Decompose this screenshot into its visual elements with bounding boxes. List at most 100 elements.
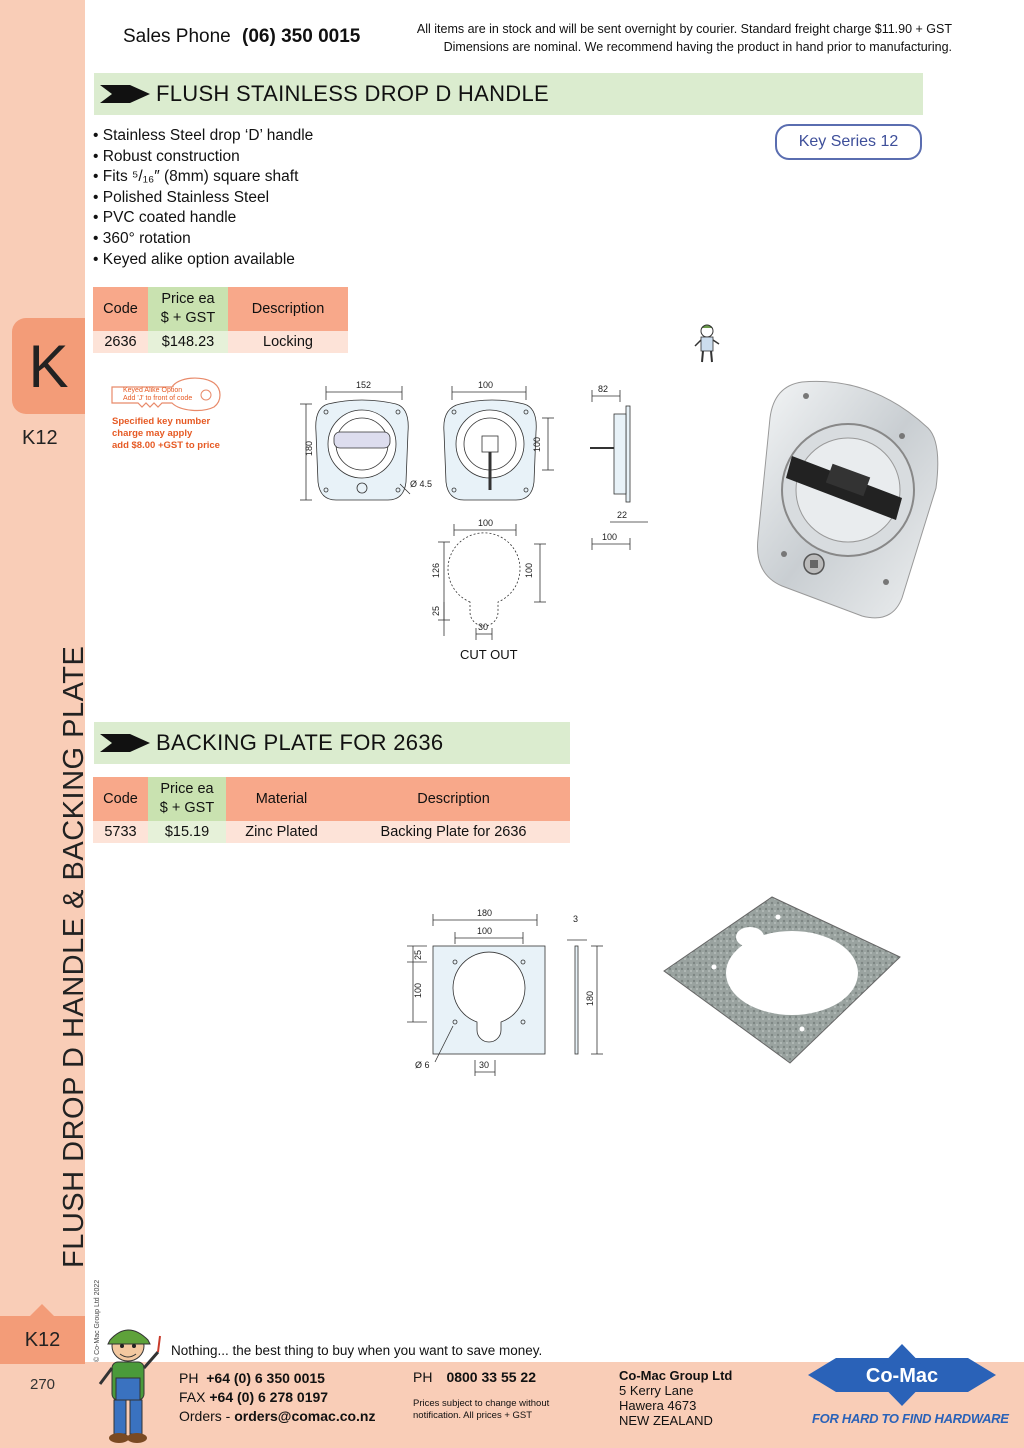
mascot-icon	[98, 1329, 161, 1443]
col-header-price: Price ea $ + GST	[148, 287, 228, 331]
address-line2: Hawera 4673	[619, 1398, 697, 1413]
footer-contact: PH +64 (0) 6 350 0015 FAX +64 (0) 6 278 …	[179, 1369, 376, 1426]
table-row: 5733 $15.19 Zinc Plated Backing Plate fo…	[93, 821, 570, 843]
dim-hole: Ø 4.5	[410, 479, 432, 489]
dim-plate-hole-height: 100	[413, 983, 423, 998]
dim-plate-thickness: 3	[573, 914, 578, 924]
ph2-label: PH	[413, 1369, 433, 1385]
orders-email-link[interactable]: orders@comac.co.nz	[234, 1408, 376, 1424]
vertical-page-title: FLUSH DROP D HANDLE & BACKING PLATE	[58, 645, 90, 1268]
keyed-note-line1: Specified key number	[112, 416, 211, 427]
dim-side-flange: 22	[617, 510, 627, 520]
page-number: 270	[30, 1376, 56, 1393]
sales-phone-label: Sales Phone	[123, 26, 231, 47]
cell-code: 2636	[93, 331, 148, 353]
section-heading-handle: FLUSH STAINLESS DROP D HANDLE	[94, 73, 923, 115]
cell-description: Backing Plate for 2636	[337, 821, 570, 843]
dim-plate-top: 25	[413, 950, 423, 960]
sidebar	[0, 0, 85, 1448]
cell-price: $148.23	[148, 331, 228, 353]
logo-tagline: FOR HARD TO FIND HARDWARE	[812, 1411, 1009, 1426]
mascot-small-icon	[694, 324, 720, 363]
handle-dimension-drawing: 152 100 180 100 Ø 4.5 82 22 100 100 126 …	[300, 380, 648, 640]
keyed-alike-note: Specified key number charge may apply ad…	[112, 416, 220, 452]
orders-label: Orders -	[179, 1408, 231, 1424]
backing-plate-dimension-drawing: 180 100 3 25 100 180 Ø 6 30	[407, 908, 603, 1076]
fax-label: FAX	[179, 1389, 206, 1405]
shipping-note: All items are in stock and will be sent …	[417, 20, 952, 56]
section-heading-backing: BACKING PLATE FOR 2636	[94, 722, 570, 764]
col-header-price-line1: Price ea	[160, 781, 214, 797]
feature-item: • Keyed alike option available	[93, 250, 295, 268]
keyed-note-line2: charge may apply	[112, 428, 193, 439]
dim-side-depth: 82	[598, 384, 608, 394]
cell-description: Locking	[228, 331, 348, 353]
col-header-code: Code	[93, 287, 148, 331]
ph-number[interactable]: +64 (0) 6 350 0015	[206, 1370, 325, 1386]
dim-side-base: 100	[602, 532, 617, 542]
dim-plate-height: 180	[585, 991, 595, 1006]
arrow-icon	[100, 85, 150, 103]
ph-label: PH	[179, 1370, 199, 1386]
arrow-icon	[100, 734, 150, 752]
col-header-code: Code	[93, 777, 148, 821]
section-tab-letter: K	[12, 318, 85, 414]
dim-front-height: 180	[304, 441, 314, 456]
dim-back-width: 100	[478, 380, 493, 390]
feature-item: • Fits ⁵/₁₆″ (8mm) square shaft	[93, 168, 299, 186]
key-series-badge[interactable]: Key Series 12	[775, 124, 922, 160]
address-line1: 5 Kerry Lane	[619, 1383, 694, 1398]
sales-phone-number[interactable]: (06) 350 0015	[242, 26, 361, 47]
dim-plate-width: 180	[477, 908, 492, 918]
shipping-note-line1: All items are in stock and will be sent …	[416, 22, 952, 36]
section-code-bottom: K12	[0, 1316, 85, 1364]
price-table-backing: Code Price ea $ + GST Material Descripti…	[93, 777, 570, 843]
section-code-top: K12	[22, 427, 58, 449]
dim-cut-height-total: 126	[431, 563, 441, 578]
dim-back-height: 100	[532, 437, 542, 452]
cell-material: Zinc Plated	[226, 821, 337, 843]
keyed-note-line3: add $8.00 +GST to price	[112, 440, 220, 451]
col-header-description: Description	[228, 287, 348, 331]
key-outline-icon: Keyed Alike Option Add 'J' to front of c…	[111, 377, 221, 412]
col-header-price-line2: $ + GST	[160, 310, 216, 326]
sales-phone: Sales Phone (06) 350 0015	[123, 26, 360, 48]
cell-price: $15.19	[148, 821, 226, 843]
dim-cut-tab-width: 30	[478, 622, 488, 632]
comac-logo[interactable]: Co-Mac	[808, 1342, 996, 1408]
col-header-price-line1: Price ea	[161, 291, 215, 307]
dim-plate-hole: Ø 6	[415, 1060, 430, 1070]
feature-item: • Robust construction	[93, 147, 240, 165]
price-terms: Prices subject to change without notific…	[413, 1398, 573, 1422]
key-tag-line1: Keyed Alike Option	[123, 387, 182, 394]
col-header-description: Description	[337, 777, 570, 821]
company-address: Co-Mac Group Ltd 5 Kerry Lane Hawera 467…	[619, 1368, 732, 1428]
backing-plate-product-photo	[663, 896, 901, 1064]
terms-line1: Prices subject to change without	[413, 1398, 550, 1409]
handle-product-photo	[757, 380, 939, 619]
logo-text: Co-Mac	[866, 1365, 938, 1387]
dim-cut-height: 100	[524, 563, 534, 578]
feature-item: • Polished Stainless Steel	[93, 188, 270, 206]
feature-item: • PVC coated handle	[93, 209, 237, 227]
dim-cut-tab: 25	[431, 606, 441, 616]
section-title-backing: BACKING PLATE FOR 2636	[156, 730, 444, 755]
dim-cut-width: 100	[478, 518, 493, 528]
dim-plate-inner: 100	[477, 926, 492, 936]
feature-item: • Stainless Steel drop ‘D’ handle	[93, 127, 314, 144]
fax-number[interactable]: +64 (0) 6 278 0197	[209, 1389, 329, 1405]
cutout-label: CUT OUT	[460, 647, 518, 662]
company-name: Co-Mac Group Ltd	[619, 1368, 733, 1383]
key-tag-line2: Add 'J' to front of code	[123, 395, 192, 402]
feature-list: • Stainless Steel drop ‘D’ handle • Robu…	[93, 126, 313, 270]
code-tab-pointer	[30, 1304, 54, 1316]
table-row: 2636 $148.23 Locking	[93, 331, 348, 353]
ph2-number[interactable]: 0800 33 55 22	[446, 1369, 536, 1385]
section-title-handle: FLUSH STAINLESS DROP D HANDLE	[156, 81, 549, 106]
address-line3: NEW ZEALAND	[619, 1413, 713, 1428]
freephone: PH 0800 33 55 22	[413, 1369, 536, 1385]
price-table-handle: Code Price ea $ + GST Description 2636 $…	[93, 287, 348, 353]
col-header-material: Material	[226, 777, 337, 821]
terms-line2: notification. All prices + GST	[413, 1410, 533, 1421]
feature-item: • 360° rotation	[93, 229, 191, 247]
